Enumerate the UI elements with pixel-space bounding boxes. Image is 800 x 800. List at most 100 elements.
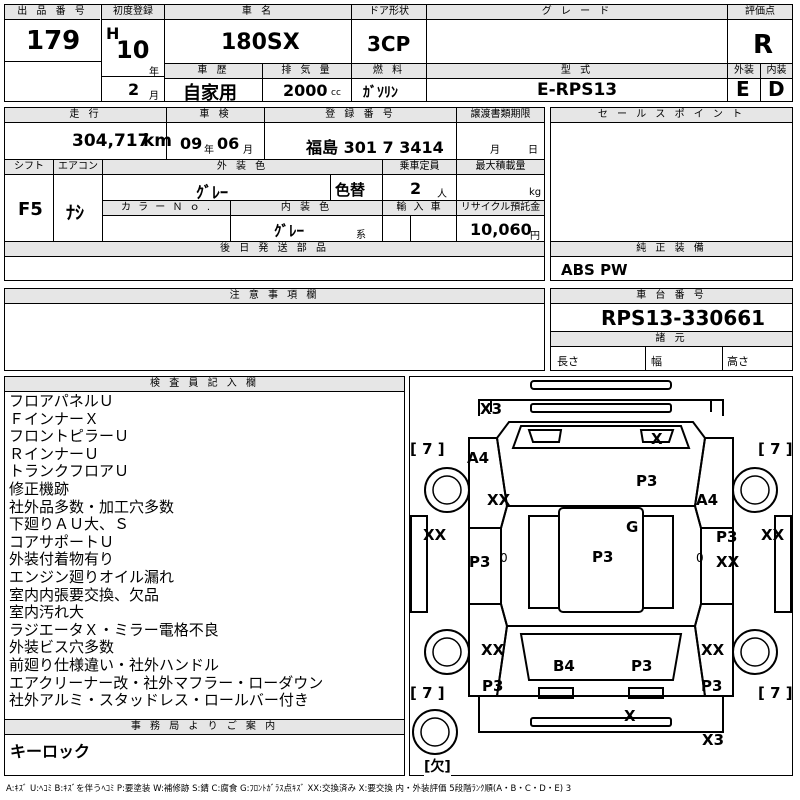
- model-label: 型 式: [427, 64, 727, 78]
- car-name-label: 車 名: [165, 5, 351, 20]
- chassis-number: RPS13-330661: [601, 306, 766, 330]
- sales-point-label: セ ー ル ス ポ イ ン ト: [551, 108, 792, 123]
- capacity-unit: 人: [437, 189, 447, 200]
- left-side-strip: [410, 515, 428, 613]
- ac-label: エアコン: [54, 160, 102, 174]
- front-bumper: [478, 399, 724, 416]
- mileage-label: 走 行: [5, 108, 166, 123]
- era: H: [106, 24, 120, 43]
- capacity: 2: [410, 179, 422, 198]
- mark-left-rear-wheel: XX: [481, 641, 505, 659]
- note-line: 前廻り仕様違い・社外ハンドル: [9, 655, 220, 674]
- recycle-label: リサイクル預託金: [457, 201, 544, 215]
- mark-trunk-left: B4: [553, 657, 575, 675]
- bracket-left-bottom: [ 7 ]: [410, 684, 445, 702]
- note-line: 室内内張要交換、欠品: [9, 585, 160, 604]
- mark-left-front-wheel: XX: [423, 526, 447, 544]
- score-label: 評価点: [728, 5, 792, 20]
- office-note: キーロック: [10, 742, 91, 761]
- max-load-unit: kg: [529, 187, 542, 198]
- int-color-unit: 系: [356, 230, 366, 241]
- right-front-fender: [693, 437, 734, 529]
- model: E-RPS13: [537, 80, 618, 100]
- length-label: 長さ: [557, 355, 579, 368]
- note-line: 室内汚れ大: [9, 603, 85, 622]
- genuine-equipment: ABS PW: [561, 261, 628, 279]
- transfer-label: 譲渡書類期限: [457, 108, 544, 123]
- transfer-day-unit: 日: [528, 145, 538, 156]
- registration-number: 福島 301 7 3414: [306, 138, 444, 157]
- mark-left-door: P3: [469, 553, 491, 571]
- note-line: エアクリーナー改・社外マフラー・ローダウン: [9, 673, 324, 692]
- mark-left-front-door-outer: XX: [487, 491, 511, 509]
- missing-label: [欠]: [424, 756, 451, 776]
- mark-right-front-door: P3: [716, 528, 738, 546]
- notes-label: 注 意 事 項 欄: [5, 289, 544, 304]
- mark-right-front-door-outer: XX: [761, 526, 785, 544]
- mark-trunk-right: P3: [631, 657, 653, 675]
- displacement: 2000: [283, 81, 328, 100]
- inspection-month: 06: [217, 134, 240, 153]
- mark-zero-right: 0: [696, 551, 704, 565]
- inspection-month-unit: 月: [243, 145, 253, 156]
- width-label: 幅: [651, 355, 662, 368]
- month-unit: 月: [149, 91, 159, 102]
- mark-right-front-door2: XX: [716, 553, 740, 571]
- note-line: 修正機跡: [9, 479, 70, 498]
- max-load-label: 最大積載量: [457, 160, 544, 174]
- trunk: [495, 625, 707, 697]
- note-line: ＲインナーＵ: [9, 444, 100, 463]
- front-grille: [530, 403, 672, 413]
- chassis-label: 車 台 番 号: [551, 289, 792, 304]
- note-line: 下廻りＡＵ大、Ｓ: [9, 515, 130, 534]
- note-line: エンジン廻りオイル漏れ: [9, 567, 175, 586]
- right-side-strip: [774, 515, 792, 613]
- displacement-label: 排 気 量: [263, 64, 351, 78]
- mark-rear-glass: X: [624, 707, 636, 725]
- history: 自家用: [183, 83, 237, 104]
- hood: [495, 421, 707, 507]
- height-label: 高さ: [727, 355, 749, 368]
- windshield: [511, 425, 691, 449]
- mark-zero-left: 0: [500, 551, 508, 565]
- interior-score: D: [768, 77, 785, 101]
- fuel-label: 燃 料: [352, 64, 426, 78]
- inspector-box: [4, 376, 405, 776]
- year-unit: 年: [149, 67, 159, 78]
- note-line: コアサポートＵ: [9, 532, 115, 551]
- shift: F5: [18, 199, 43, 220]
- color-no-label: カ ラ ー Ｎ ｏ .: [103, 201, 230, 215]
- note-line: フロントピラーＵ: [9, 427, 130, 446]
- int-color-label: 内 装 色: [231, 201, 382, 215]
- bracket-right-bottom: [ 7 ]: [758, 684, 793, 702]
- history-label: 車 歴: [165, 64, 262, 78]
- recycle-fee: 10,060: [470, 220, 532, 239]
- mark-left-rear-quarter: P3: [482, 677, 504, 695]
- mileage: 304,717: [72, 131, 150, 151]
- displacement-unit: cc: [331, 88, 341, 98]
- mark-right-rear-quarter: P3: [701, 677, 723, 695]
- mark-left-front-fender: A4: [467, 449, 490, 467]
- ext-color: ｸﾞﾚｰ: [196, 183, 229, 202]
- car-name: 180SX: [221, 30, 300, 55]
- int-color: ｸﾞﾚｰ: [274, 222, 305, 240]
- roof: [558, 507, 644, 613]
- interior-label: 内装: [761, 64, 792, 78]
- capacity-label: 乗車定員: [383, 160, 456, 174]
- lot-number: 179: [26, 26, 81, 56]
- note-line: トランクフロアＵ: [9, 462, 130, 481]
- exterior-score: E: [736, 77, 750, 101]
- mark-rear-bumper: X3: [702, 731, 725, 749]
- dims-label: 諸 元: [551, 332, 792, 346]
- note-line: ラジエータＸ・ミラー電格不良: [9, 620, 219, 639]
- reg-year: 10: [116, 36, 150, 64]
- transfer-month-unit: 月: [490, 145, 500, 156]
- mileage-unit: km: [143, 131, 173, 151]
- note-line: 社外アルミ・スタッドレス・ロールバー付き: [9, 691, 309, 710]
- note-line: フロアパネルＵ: [9, 392, 114, 410]
- note-line: 外装付着物有り: [9, 550, 115, 569]
- legend: A:ｷｽﾞ U:ﾍｺﾐ B:ｷｽﾞを伴うﾍｺﾐ P:要塗装 W:補修跡 S:錆 …: [6, 784, 572, 794]
- fuel: ｶﾞｿﾘﾝ: [363, 85, 398, 101]
- reg-month: 2: [128, 80, 140, 99]
- inspection-label: 車 検: [167, 108, 264, 123]
